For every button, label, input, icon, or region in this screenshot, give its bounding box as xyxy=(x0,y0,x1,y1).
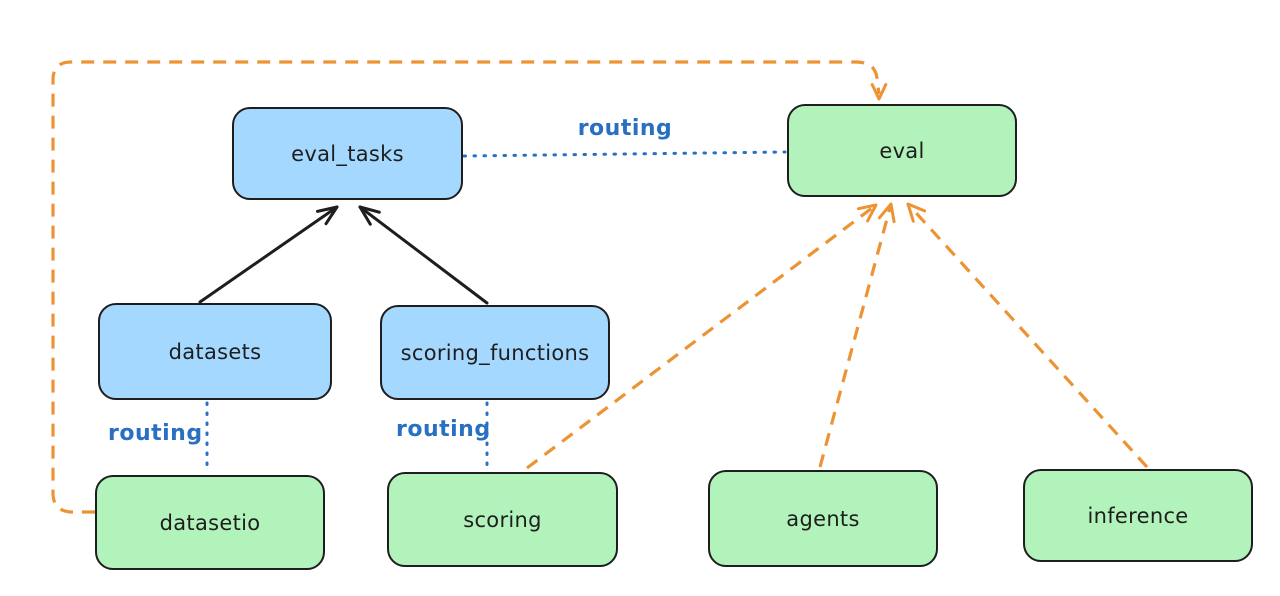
edge-label-routing-datasets-datasetio: routing xyxy=(108,421,203,446)
node-scoring-label: scoring xyxy=(463,507,542,532)
edge-datasets-eval-tasks xyxy=(198,205,339,304)
node-eval-tasks: eval_tasks xyxy=(232,107,463,200)
node-agents-label: agents xyxy=(786,506,860,531)
edge-scoring-eval xyxy=(526,203,877,470)
node-scoring-functions: scoring_functions xyxy=(380,305,610,400)
node-inference: inference xyxy=(1023,469,1253,562)
arrowhead-scoring-eval-sketch xyxy=(863,203,878,217)
node-datasetio: datasetio xyxy=(95,475,325,570)
arrowhead-datasets-eval-tasks-sketch xyxy=(323,205,339,219)
arrowhead-scoring-functions-eval-tasks-sketch xyxy=(358,205,374,220)
arrowhead-datasetio-eval-sketch xyxy=(873,87,885,101)
node-agents: agents xyxy=(708,470,938,567)
edge-eval-tasks-eval xyxy=(462,150,787,158)
node-datasetio-label: datasetio xyxy=(159,510,261,535)
node-eval-label: eval xyxy=(879,138,925,163)
node-eval-tasks-label: eval_tasks xyxy=(291,141,404,166)
node-datasets: datasets xyxy=(98,303,332,400)
node-scoring: scoring xyxy=(387,472,618,567)
edge-label-routing-eval-tasks-eval: routing xyxy=(577,116,673,141)
edge-label-routing-scoring-functions-scoring: routing xyxy=(396,417,491,442)
edge-agents-eval xyxy=(818,203,893,468)
arrowhead-agents-eval-sketch xyxy=(882,202,895,217)
node-eval: eval xyxy=(787,104,1017,197)
node-inference-label: inference xyxy=(1087,503,1189,528)
edge-inference-eval xyxy=(906,202,1149,469)
arrowhead-inference-eval-sketch xyxy=(906,202,921,217)
edge-scoring-functions-eval-tasks xyxy=(358,205,489,305)
node-scoring-functions-label: scoring_functions xyxy=(400,340,590,365)
node-datasets-label: datasets xyxy=(168,339,262,364)
